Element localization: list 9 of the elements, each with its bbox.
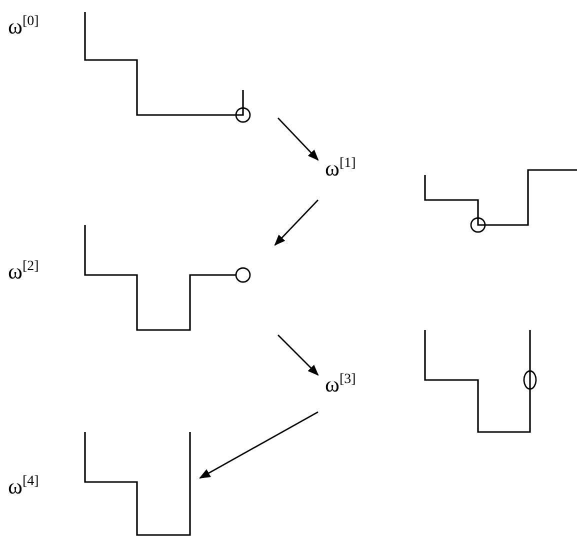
variable-label: ω$^{[2]}$: [8, 257, 39, 284]
variable-label: ω$^{[4]}$: [8, 472, 39, 498]
variable-label: ω$^{[3]}$: [325, 370, 356, 396]
variable-label: ω$^{[1]}$: [325, 154, 356, 180]
variable-label: ω$^{[0]}$: [8, 12, 39, 38]
arrow: [278, 334, 319, 376]
arrow: [199, 411, 318, 479]
arrow: [274, 200, 318, 246]
arrow: [278, 118, 319, 161]
